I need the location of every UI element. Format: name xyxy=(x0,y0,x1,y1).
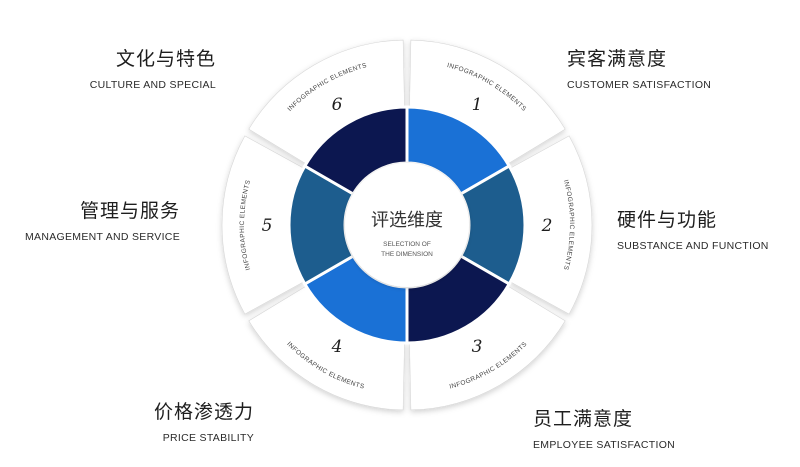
label-employee-en: EMPLOYEE SATISFACTION xyxy=(533,439,676,451)
label-culture-en: CULTURE AND SPECIAL xyxy=(89,79,216,91)
label-management: 管理与服务 MANAGEMENT AND SERVICE xyxy=(25,196,180,243)
label-culture-zh: 文化与特色 xyxy=(115,48,216,70)
center-title: 评选维度 xyxy=(371,210,443,231)
segment-number-3: 3 xyxy=(472,337,483,357)
segment-number-2: 2 xyxy=(541,216,553,236)
label-hardware: 硬件与功能 SUBSTANCE AND FUNCTION xyxy=(617,205,769,252)
label-management-en: MANAGEMENT AND SERVICE xyxy=(25,231,180,243)
label-employee: 员工满意度 EMPLOYEE SATISFACTION xyxy=(533,404,675,451)
label-price-en: PRICE STABILITY xyxy=(162,432,254,444)
label-price: 价格渗透力 PRICE STABILITY xyxy=(154,397,254,444)
segment-number-1: 1 xyxy=(472,95,483,115)
segment-number-4: 4 xyxy=(331,337,343,357)
label-culture: 文化与特色 CULTURE AND SPECIAL xyxy=(90,44,216,91)
segment-number-6: 6 xyxy=(332,95,343,115)
inner-ring xyxy=(287,105,527,345)
label-management-zh: 管理与服务 xyxy=(79,200,180,222)
center-disc: 评选维度 SELECTION OF THE DIMENSION xyxy=(345,163,469,287)
label-employee-zh: 员工满意度 xyxy=(533,408,634,430)
ring-segment-6 xyxy=(302,105,409,197)
label-price-zh: 价格渗透力 xyxy=(153,401,254,423)
label-customer: 宾客满意度 CUSTOMER SATISFACTION xyxy=(567,44,711,91)
segment-number-5: 5 xyxy=(262,216,273,236)
label-hardware-zh: 硬件与功能 xyxy=(617,209,718,231)
label-hardware-en: SUBSTANCE AND FUNCTION xyxy=(617,240,769,252)
center-subtitle-line2: THE DIMENSION xyxy=(381,251,433,258)
center-subtitle-line1: SELECTION OF xyxy=(383,241,431,248)
label-customer-zh: 宾客满意度 xyxy=(567,48,668,70)
label-customer-en: CUSTOMER SATISFACTION xyxy=(567,79,712,91)
